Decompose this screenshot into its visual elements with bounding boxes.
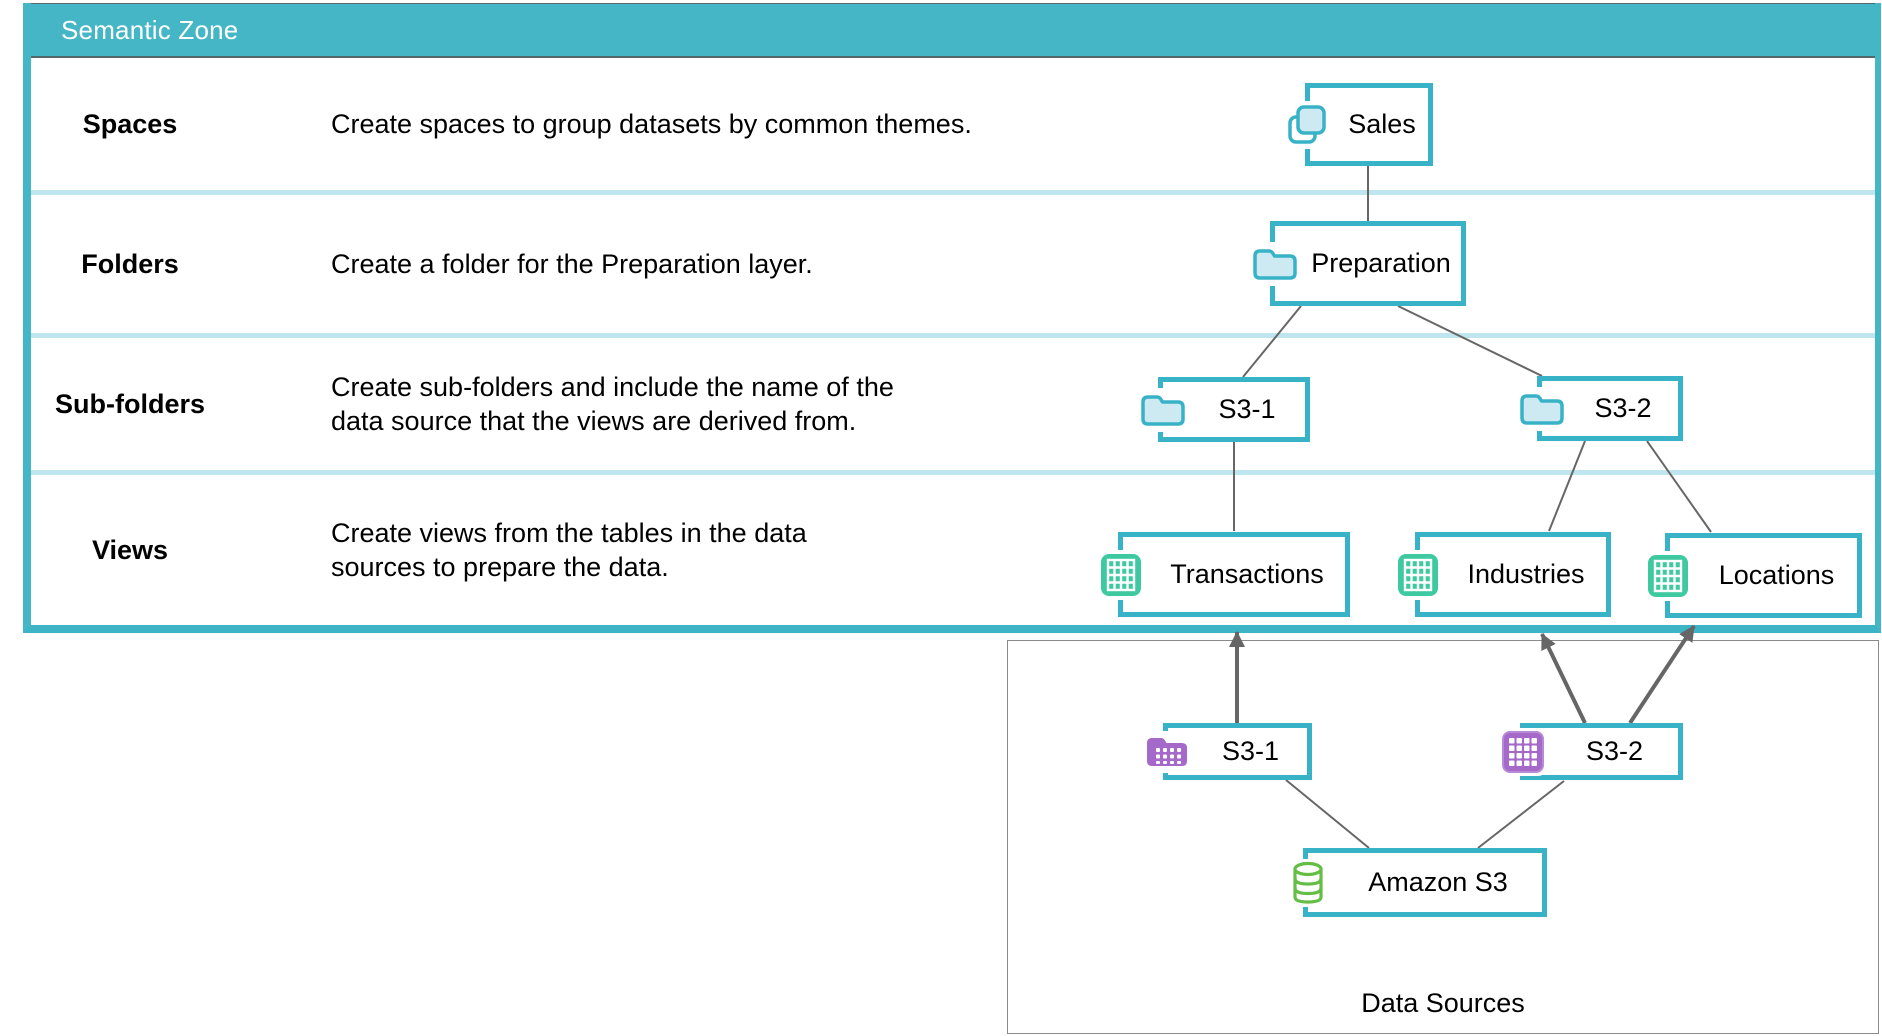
folder-icon <box>1516 386 1568 431</box>
node-subfolder-s3-2-label: S3-2 <box>1594 393 1652 423</box>
row-views-description: Create views from the tables in the data… <box>331 518 807 582</box>
data-sources-label: Data Sources <box>1361 988 1525 1018</box>
node-amazon-s3-label: Amazon S3 <box>1368 867 1508 897</box>
view-table-icon <box>1644 550 1692 601</box>
source-table-icon <box>1499 727 1547 776</box>
row-spaces: Spaces Create spaces to group datasets b… <box>31 58 1875 190</box>
node-preparation: Preparation <box>1249 221 1466 306</box>
row-views-label: Views <box>91 534 169 565</box>
node-view-industries: Industries <box>1394 532 1611 617</box>
data-sources-box: Data Sources <box>1007 640 1879 1034</box>
row-subfolders-label: Sub-folders <box>55 388 206 419</box>
row-spaces-description: Create spaces to group datasets by commo… <box>331 109 972 139</box>
folder-icon <box>1249 241 1301 286</box>
node-view-transactions-label: Transactions <box>1170 559 1324 589</box>
node-preparation-label: Preparation <box>1311 248 1451 278</box>
space-icon <box>1284 100 1330 149</box>
row-spaces-label: Spaces <box>82 108 178 139</box>
node-amazon-s3: Amazon S3 <box>1289 848 1547 917</box>
node-view-transactions: Transactions <box>1097 532 1350 617</box>
node-source-s3-1-label: S3-1 <box>1221 736 1280 766</box>
row-views: Views Create views from the tables in th… <box>31 475 1875 625</box>
row-subfolders-description: Create sub-folders and include the name … <box>331 372 894 436</box>
node-sales-label: Sales <box>1348 109 1416 139</box>
row-folders-description: Create a folder for the Preparation laye… <box>331 249 813 279</box>
semantic-zone-table: Semantic Zone Spaces Create spaces to gr… <box>23 3 1881 633</box>
view-table-icon <box>1097 549 1145 600</box>
row-separator <box>31 470 1875 475</box>
database-icon <box>1289 858 1327 907</box>
view-table-icon <box>1394 549 1442 600</box>
row-subfolders: Sub-folders Create sub-folders and inclu… <box>31 338 1875 470</box>
node-source-s3-2-label: S3-2 <box>1585 736 1644 766</box>
row-separator <box>31 333 1875 338</box>
row-folders: Folders Create a folder for the Preparat… <box>31 195 1875 333</box>
node-view-locations-label: Locations <box>1718 560 1835 590</box>
node-source-s3-2: S3-2 <box>1499 723 1683 780</box>
node-source-s3-1: S3-1 <box>1142 723 1312 780</box>
semantic-zone-title: Semantic Zone <box>61 14 239 45</box>
node-view-industries-label: Industries <box>1467 559 1585 589</box>
node-view-locations: Locations <box>1644 533 1862 618</box>
node-sales: Sales <box>1284 83 1433 166</box>
row-separator <box>31 190 1875 195</box>
node-subfolder-s3-2: S3-2 <box>1516 376 1683 441</box>
node-subfolder-s3-1: S3-1 <box>1137 377 1310 442</box>
node-subfolder-s3-1-label: S3-1 <box>1218 394 1276 424</box>
folder-icon <box>1137 387 1189 432</box>
semantic-zone-header: Semantic Zone <box>31 3 1875 58</box>
source-folder-icon <box>1142 730 1192 773</box>
row-folders-label: Folders <box>81 248 179 279</box>
